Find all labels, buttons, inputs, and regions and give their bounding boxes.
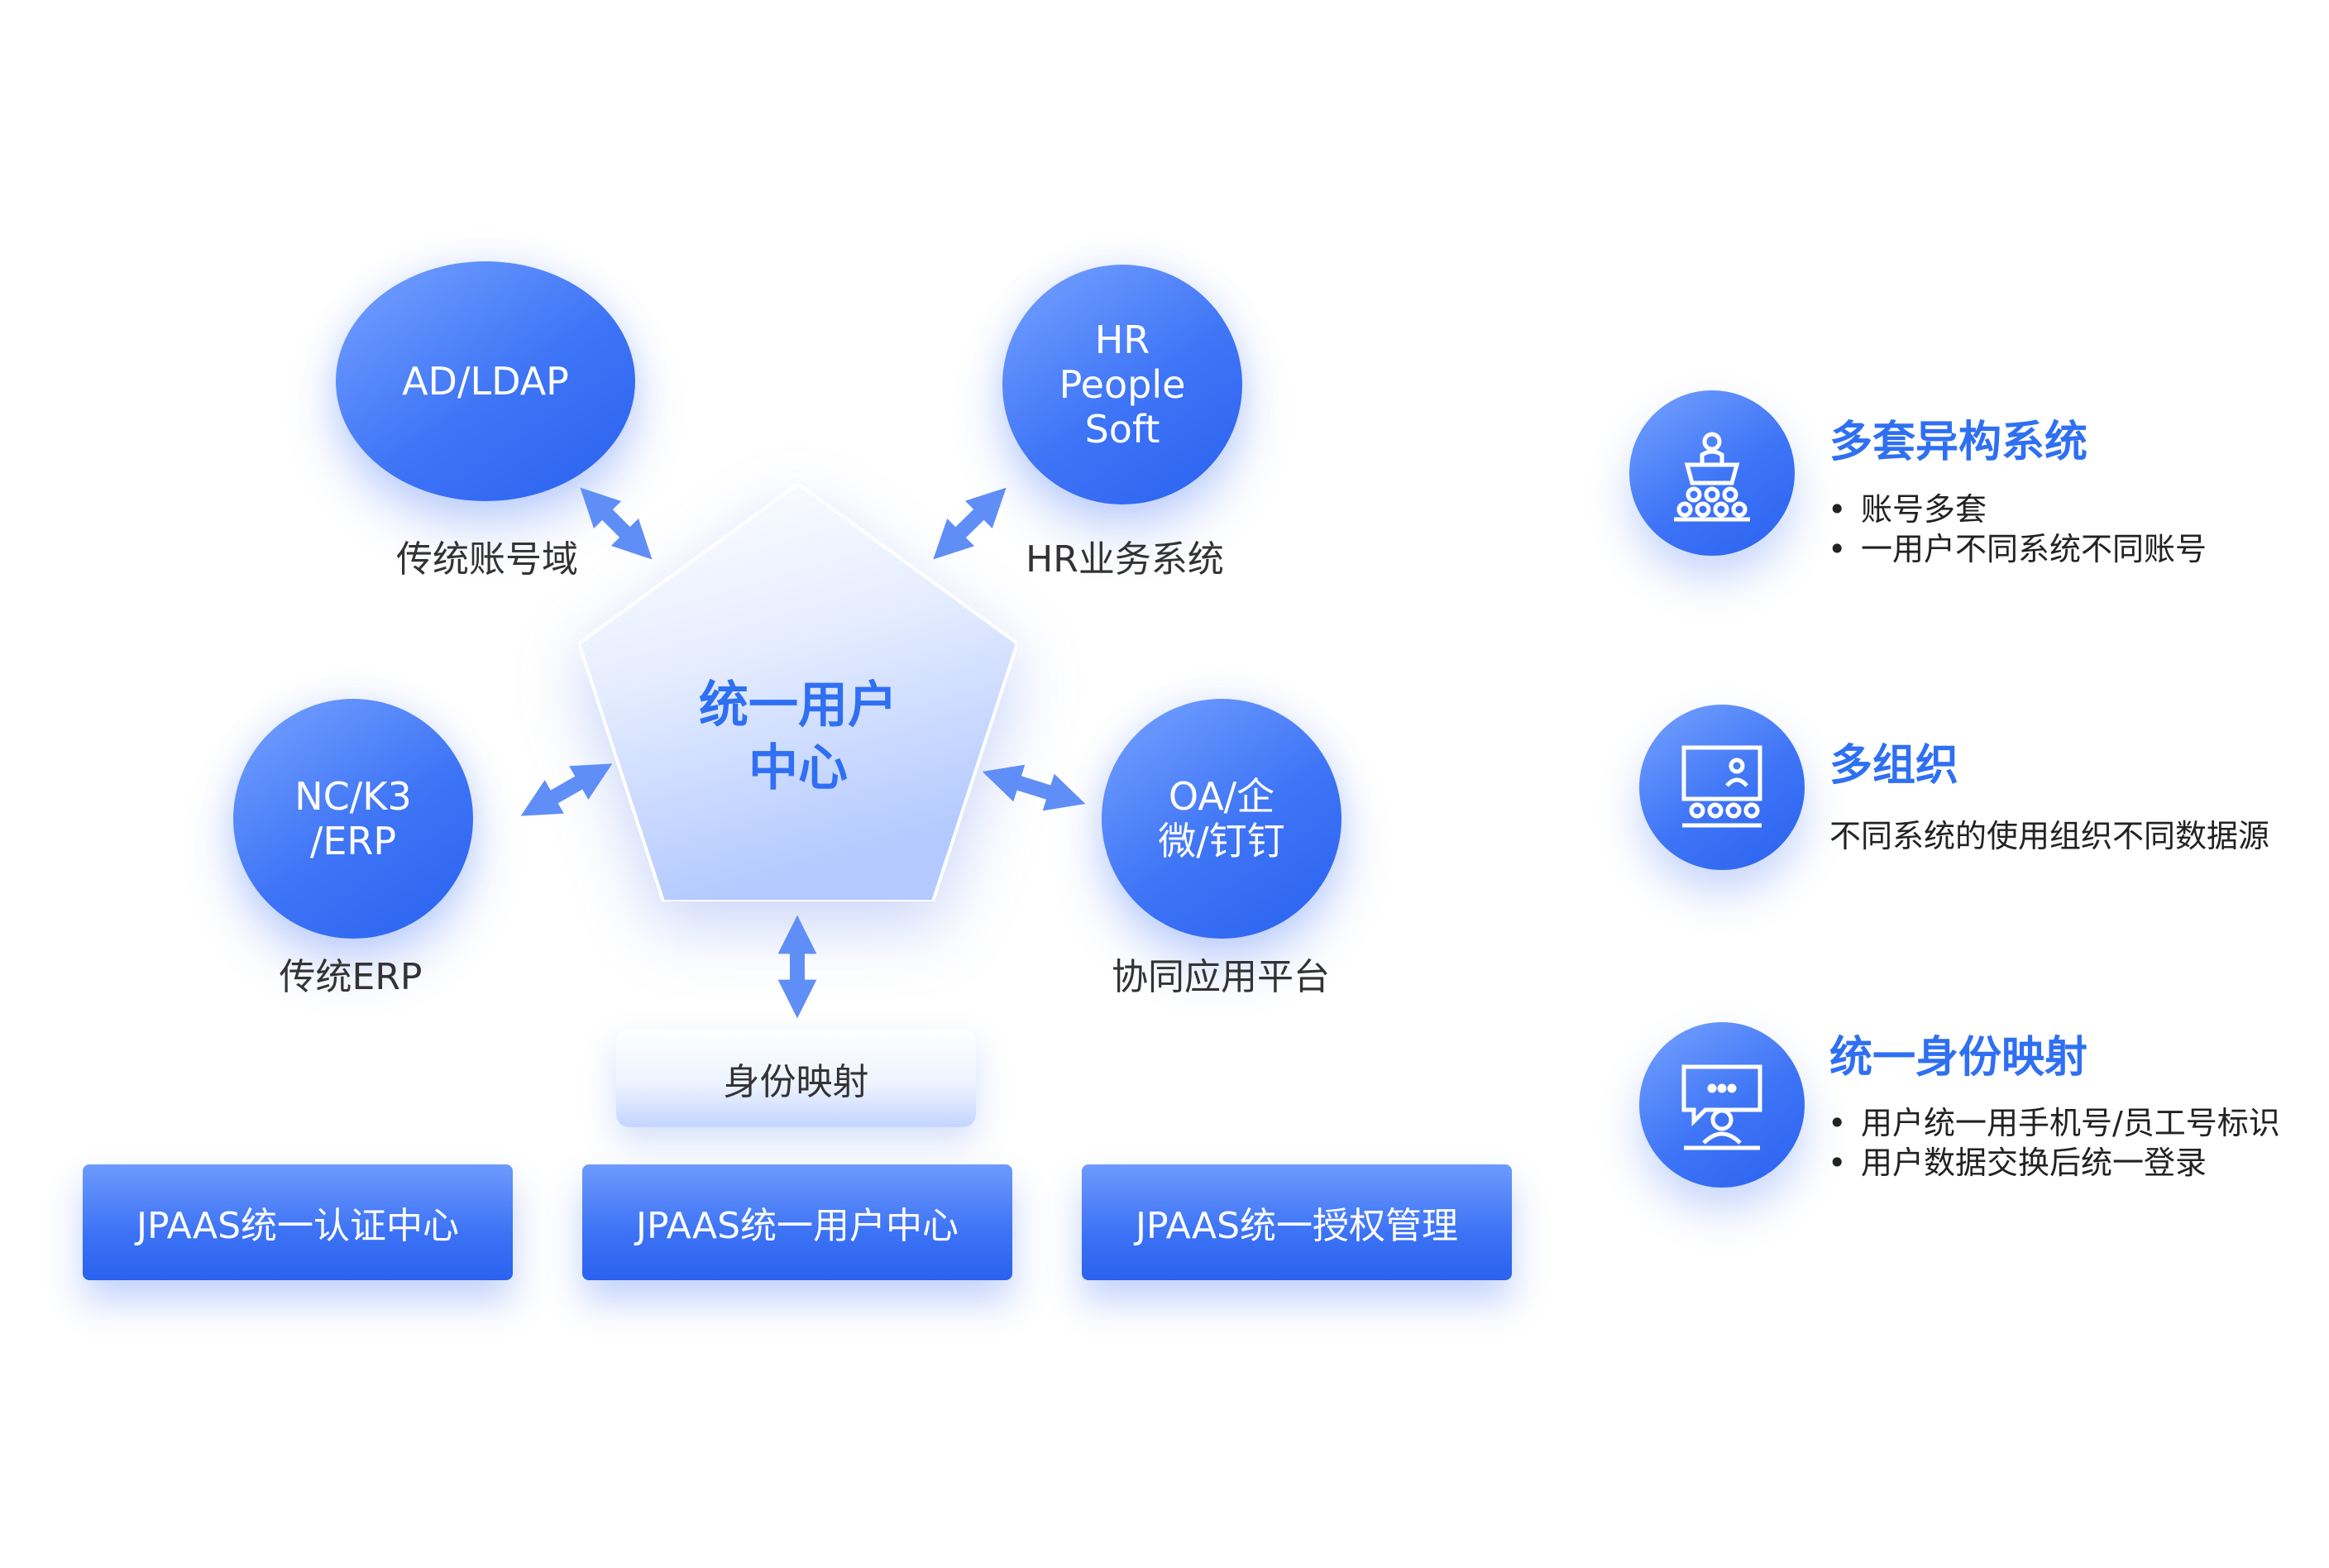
ad-ldap-label: AD/LDAP: [402, 359, 569, 404]
arrow-oa-center: [982, 764, 1086, 811]
oa-node: OA/企 微/钉钉: [1102, 699, 1341, 939]
identity-mapping-box: 身份映射: [616, 1030, 976, 1127]
feature-3-list: 用户统一用手机号/员工号标识 用户数据交换后统一登录: [1826, 1103, 2280, 1183]
feature-3-item-2: 用户数据交换后统一登录: [1826, 1143, 2280, 1183]
nc-line-1: NC/K3: [294, 774, 412, 819]
feature-1-item-1: 账号多套: [1826, 490, 2207, 529]
oa-caption: 协同应用平台: [1112, 956, 1330, 998]
authorization-bar: JPAAS统一授权管理: [1082, 1164, 1512, 1280]
nc-caption: 传统ERP: [279, 956, 423, 998]
feature-3-title: 统一身份映射: [1829, 1033, 2088, 1083]
hr-caption: HR业务系统: [1026, 538, 1224, 581]
feature-2-text: 不同系统的使用组织不同数据源: [1829, 818, 2270, 854]
nc-erp-node: NC/K3 /ERP: [233, 699, 473, 939]
center-pentagon: [579, 484, 1017, 901]
oa-line-2: 微/钉钉: [1158, 819, 1285, 863]
ad-ldap-caption: 传统账号域: [396, 538, 578, 581]
feature-1-item-2: 一用户不同系统不同账号: [1826, 529, 2207, 569]
screen-audience-icon: [1639, 705, 1805, 870]
feature-1-title: 多套异构系统: [1829, 418, 2088, 467]
arrow-hr-center: [933, 487, 1007, 560]
feature-2-title: 多组织: [1829, 741, 1959, 791]
feature-1-list: 账号多套 一用户不同系统不同账号: [1826, 490, 2207, 569]
center-title-line-2: 中心: [748, 739, 848, 797]
hr-line-2: People: [1059, 362, 1186, 407]
hr-line-1: HR: [1094, 318, 1150, 362]
auth-center-bar: JPAAS统一认证中心: [83, 1164, 513, 1280]
center-title-line-1: 统一用户: [699, 676, 897, 734]
arrow-ad-center: [580, 487, 653, 560]
chat-person-icon: [1639, 1022, 1805, 1188]
center-title: 统一用户 中心: [699, 674, 897, 800]
hr-peoplesoft-node: HR People Soft: [1002, 265, 1242, 504]
hr-line-3: Soft: [1084, 407, 1160, 452]
presentation-audience-icon: [1629, 390, 1795, 556]
oa-line-1: OA/企: [1168, 774, 1275, 819]
user-center-bar: JPAAS统一用户中心: [582, 1164, 1012, 1280]
arrow-nc-center: [520, 763, 613, 816]
nc-line-2: /ERP: [309, 819, 397, 863]
ad-ldap-node: AD/LDAP: [336, 261, 635, 501]
feature-3-item-1: 用户统一用手机号/员工号标识: [1826, 1103, 2280, 1143]
